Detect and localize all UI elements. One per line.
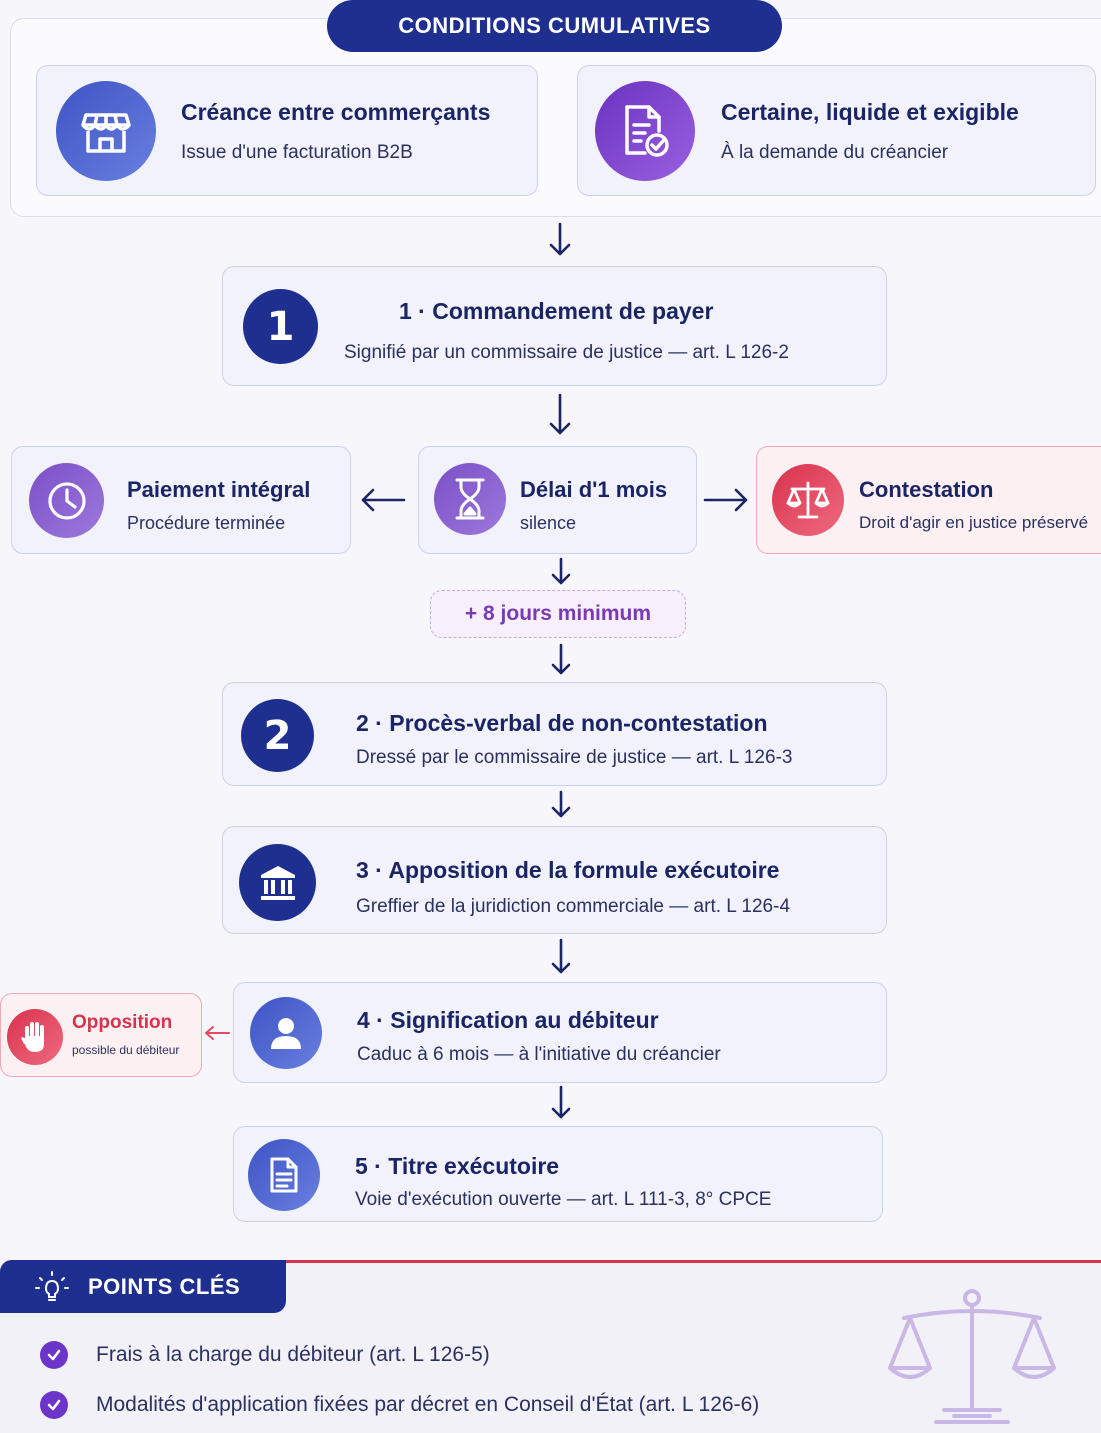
branch-delay-subtitle: silence <box>520 513 577 533</box>
step-2-subtitle: Dressé par le commissaire de justice — a… <box>356 747 793 768</box>
hourglass-icon <box>434 463 506 535</box>
step-5-card: 5 · Titre exécutoire Voie d'exécution ou… <box>233 1126 883 1222</box>
opposition-title: Opposition <box>72 1012 173 1033</box>
arrow-down-icon <box>551 557 571 585</box>
branch-delay-card: Délai d'1 mois silence <box>418 446 697 554</box>
condition-card-merchants: Créance entre commerçants Issue d'une fa… <box>36 65 538 196</box>
document-check-icon <box>595 81 695 181</box>
step-5-subtitle: Voie d'exécution ouverte — art. L 111-3,… <box>355 1189 772 1210</box>
arrow-down-icon <box>551 643 571 675</box>
storefront-icon <box>56 81 156 181</box>
step-5-title: 5 · Titre exécutoire <box>355 1153 560 1179</box>
courthouse-icon <box>239 844 316 921</box>
arrow-down-icon <box>551 790 571 818</box>
key-point-item: Frais à la charge du débiteur (art. L 12… <box>40 1341 490 1369</box>
hand-stop-icon <box>7 1009 63 1065</box>
step-2-card: 2 2 · Procès-verbal de non-contestation … <box>222 682 887 786</box>
branch-contest-title: Contestation <box>859 477 994 502</box>
step-1-card: 1 1 · Commandement de payer Signifié par… <box>222 266 887 386</box>
step-4-title: 4 · Signification au débiteur <box>357 1007 659 1033</box>
key-points-title: POINTS CLÉS <box>88 1273 241 1299</box>
conditions-banner: CONDITIONS CUMULATIVES <box>327 0 782 52</box>
step-3-card: 3 · Apposition de la formule exécutoire … <box>222 826 887 934</box>
arrow-down-icon <box>549 393 571 435</box>
branch-payment-title: Paiement intégral <box>127 477 311 502</box>
step-3-title: 3 · Apposition de la formule exécutoire <box>356 857 780 883</box>
lightbulb-icon <box>35 1271 69 1301</box>
condition-subtitle-claim: À la demande du créancier <box>721 142 949 163</box>
step-1-subtitle: Signifié par un commissaire de justice —… <box>344 342 789 363</box>
branch-delay-title: Délai d'1 mois <box>520 477 668 502</box>
step-4-subtitle: Caduc à 6 mois — à l'initiative du créan… <box>357 1044 721 1065</box>
opposition-subtitle: possible du débiteur <box>72 1043 180 1057</box>
condition-title-merchants: Créance entre commerçants <box>181 99 491 125</box>
condition-title-claim: Certaine, liquide et exigible <box>721 99 1019 125</box>
key-point-text: Frais à la charge du débiteur (art. L 12… <box>96 1343 490 1366</box>
step-2-number: 2 <box>241 699 314 772</box>
arrow-left-icon <box>205 1026 230 1040</box>
check-icon <box>40 1341 68 1369</box>
key-point-text: Modalités d'application fixées par décre… <box>96 1393 760 1416</box>
step-3-subtitle: Greffier de la juridiction commerciale —… <box>356 896 791 917</box>
branch-payment-subtitle: Procédure terminée <box>127 513 286 533</box>
branch-contest-subtitle: Droit d'agir en justice préservé <box>859 513 1089 532</box>
branch-payment-card: Paiement intégral Procédure terminée <box>11 446 351 554</box>
condition-subtitle-merchants: Issue d'une facturation B2B <box>181 142 413 163</box>
key-point-item: Modalités d'application fixées par décre… <box>40 1391 759 1419</box>
document-icon <box>248 1139 320 1211</box>
step-1-number: 1 <box>243 289 318 364</box>
delay-pill: + 8 jours minimum <box>430 590 686 638</box>
step-4-card: 4 · Signification au débiteur Caduc à 6 … <box>233 982 887 1083</box>
step-2-title: 2 · Procès-verbal de non-contestation <box>356 710 768 736</box>
condition-card-claim: Certaine, liquide et exigible À la deman… <box>577 65 1096 196</box>
key-points-banner: POINTS CLÉS <box>0 1260 286 1313</box>
arrow-left-icon <box>361 488 406 512</box>
scales-watermark-icon <box>888 1289 1056 1424</box>
opposition-card: Opposition possible du débiteur <box>0 993 202 1077</box>
step-1-title: 1 · Commandement de payer <box>399 298 714 324</box>
scales-icon <box>772 464 844 536</box>
arrow-down-icon <box>549 222 571 256</box>
arrow-down-icon <box>551 938 571 974</box>
arrow-down-icon <box>551 1085 571 1119</box>
check-icon <box>40 1391 68 1419</box>
arrow-right-icon <box>703 488 748 512</box>
person-icon <box>250 997 322 1069</box>
branch-contest-card: Contestation Droit d'agir en justice pré… <box>756 446 1101 554</box>
clock-icon <box>29 463 104 538</box>
